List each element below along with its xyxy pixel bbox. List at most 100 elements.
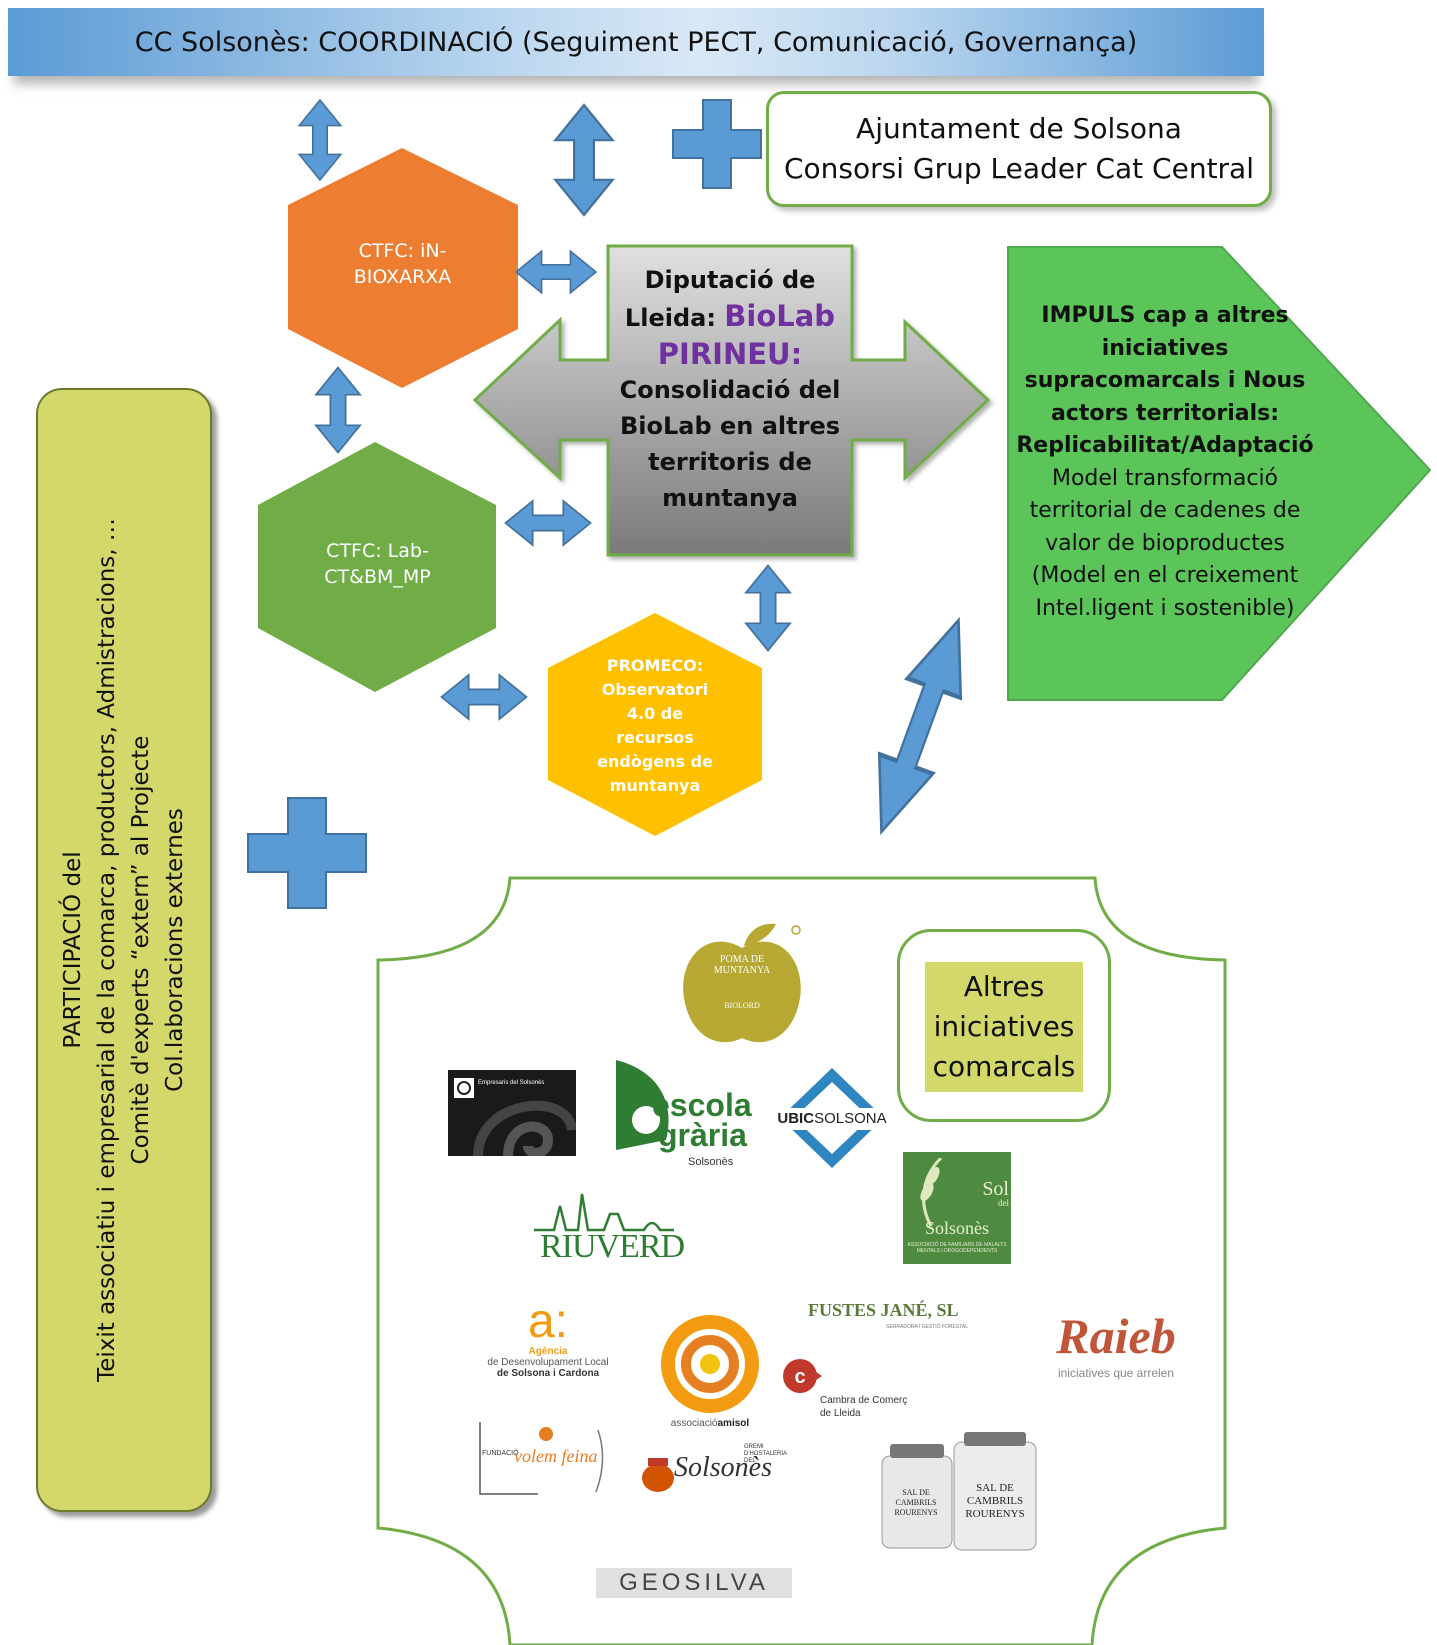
diputacio-line-1: Diputació de [644, 266, 816, 294]
promeco-label: PROMECO: Observatori 4.0 de recursos end… [560, 654, 750, 798]
sol-line: Solsonès [924, 1218, 989, 1238]
ctfc-lab-hexagon [258, 442, 496, 692]
salt-jars-icon [881, 1432, 1037, 1551]
promeco-hexagon [548, 613, 762, 836]
apple-icon [683, 923, 801, 1043]
partners-box: Ajuntament de Solsona Consorsi Grup Lead… [766, 91, 1272, 207]
impuls-line: Model transformació [1051, 465, 1279, 491]
plus-icon [247, 797, 367, 909]
altres-box: Altres iniciatives comarcals [925, 962, 1083, 1092]
double-arrow-icon [504, 500, 592, 546]
diputacio-arrow-shape [472, 244, 991, 557]
cambra-line: de Lleida [820, 1408, 861, 1419]
escola-agraria-logo: escola grària Solsonès [616, 1060, 752, 1172]
impuls-line: Intel.ligent i sostenible) [1035, 595, 1295, 621]
gremi-caption: GREMI D'HOSTALERIA DEL [744, 1444, 787, 1464]
sol-solsones-logo: Sol del Solsonès ASSOCIACIÓ DE FAMILIARS… [903, 1152, 1011, 1264]
amisol-logo: associacióamisol [652, 1312, 768, 1432]
agencia-letter: a: [527, 1295, 569, 1348]
agencia-line: Agència [528, 1346, 568, 1357]
participacio-line: Teixit associatiu i empresarial de la co… [94, 518, 120, 1382]
cambra-c-icon: c [783, 1359, 822, 1393]
volem-frame-icon [479, 1422, 604, 1495]
participacio-line: Comitè d'experts “extern” al Projecte [128, 735, 154, 1165]
raieb-caption: iniciatives que arrelen [1057, 1366, 1175, 1380]
banner-text: CC Solsonès: COORDINACIÓ (Seguiment PECT… [134, 26, 1138, 58]
promeco-line: recursos [616, 728, 694, 747]
promeco-line: muntanya [609, 776, 701, 795]
impuls-bold-line: iniciatives [1101, 335, 1229, 361]
altres-line: iniciatives [933, 1010, 1075, 1043]
gremi-text: Solsonès [674, 1452, 772, 1483]
pirineu-accent: PIRINEU: [657, 337, 803, 371]
empresaris-text: Empresaris del Solsonès [478, 1080, 545, 1086]
volem-line: FUNDACIÓ [482, 1450, 519, 1457]
poma-muntanya-logo: POMA DE MUNTANYA BIOLORD [678, 918, 806, 1048]
diputacio-line: territoris de [648, 448, 812, 476]
geosilva-text: GEOSILVA [619, 1569, 769, 1596]
sal-line: SAL DE [902, 1488, 930, 1497]
diamond-icon [776, 1068, 888, 1168]
impuls-bold-line: actors territorials: [1050, 400, 1280, 426]
ctfc-inbioxarxa-hexagon [288, 148, 518, 388]
coordination-banner: CC Solsonès: COORDINACIÓ (Seguiment PECT… [8, 8, 1264, 76]
empresaris-logo: Empresaris del Solsonès [448, 1070, 576, 1156]
escola-line-2: grària [658, 1117, 747, 1153]
plus-icon [672, 99, 762, 189]
ctfc-lab-label: CTFC: Lab- CT&BM_MP [270, 538, 485, 590]
sal-line: CAMBRILS [895, 1498, 937, 1507]
amisol-pre: associació [670, 1418, 718, 1429]
ubic-text: SOLSONA [814, 1110, 887, 1127]
sun-rings-icon [661, 1315, 759, 1413]
ctfc-lab-line-1: CTFC: Lab- [326, 540, 429, 562]
escola-line-1: escola [652, 1087, 752, 1123]
partners-line-1: Ajuntament de Solsona [856, 112, 1182, 145]
impuls-bold-line: supracomarcals i Nous [1024, 368, 1306, 393]
diputacio-line: BioLab en altres [619, 412, 841, 440]
ctfc-inbioxarxa-line-1: CTFC: iN- [358, 240, 447, 262]
biolab-accent: BioLab [724, 299, 836, 333]
diputacio-line: Consolidació del [619, 376, 841, 404]
raieb-text: Raieb [1056, 1308, 1176, 1364]
ctfc-inbioxarxa-label: CTFC: iN- BIOXARXA [300, 238, 505, 290]
ubic-bold: UBIC [777, 1110, 815, 1127]
fustes-jane-logo: FUSTES JANÉ, SL SERRADORA I GESTIÓ FORES… [808, 1300, 978, 1340]
participacio-text: PARTICIPACIÓ del Teixit associatiu i emp… [56, 450, 192, 1450]
agencia-logo: a: Agència de Desenvolupament Local de S… [486, 1298, 610, 1394]
escola-mark-icon [616, 1060, 669, 1150]
sal-line: ROURENYS [965, 1508, 1025, 1520]
agencia-line: de Solsona i Cardona [496, 1368, 600, 1379]
spiral-icon [454, 1078, 576, 1156]
pot-icon [642, 1458, 674, 1492]
riuverd-text: RIUVERD [540, 1228, 685, 1265]
diputacio-line-2-pre: Lleida: [624, 304, 725, 332]
cambra-comerc-logo: c Cambra de Comerç de Lleida [782, 1356, 922, 1419]
svg-text:c: c [794, 1366, 805, 1388]
double-arrow-icon [554, 103, 614, 217]
cambra-line: Cambra de Comerç [820, 1395, 908, 1406]
diputacio-line: muntanya [662, 484, 798, 512]
altres-line: Altres [963, 970, 1045, 1003]
participacio-line: PARTICIPACIÓ del [60, 851, 86, 1049]
sal-cambrils-logo: SAL DE CAMBRILS ROURENYS SAL DE CAMBRILS… [876, 1432, 1044, 1556]
partners-line-2: Consorsi Grup Leader Cat Central [784, 152, 1254, 185]
promeco-line: PROMECO: [606, 656, 704, 675]
village-icon [534, 1193, 674, 1232]
diputacio-line-2: Lleida: BioLab [600, 298, 860, 336]
ubic-solsona-logo: UBICSOLSONA [776, 1068, 888, 1168]
ctfc-inbioxarxa-line-2: BIOXARXA [353, 266, 452, 288]
volem-line: volem feina [514, 1446, 598, 1466]
double-arrow-icon [315, 366, 361, 454]
impuls-label: IMPULS cap a altres iniciatives supracom… [1015, 300, 1315, 625]
sal-line: SAL DE [976, 1482, 1014, 1494]
promeco-line: Observatori [601, 680, 709, 699]
amisol-bold: amisol [717, 1418, 750, 1429]
ctfc-lab-line-2: CT&BM_MP [324, 566, 431, 588]
participacio-line: Col.laboracions externes [162, 808, 188, 1092]
diputacio-label: Diputació de Lleida: BioLab PIRINEU: Con… [600, 262, 860, 542]
double-arrow-icon [440, 674, 528, 720]
double-arrow-icon [298, 99, 342, 181]
gremi-hostaleria-logo: Solsonès GREMI D'HOSTALERIA DEL [640, 1444, 800, 1504]
promeco-line: endògens de [597, 752, 713, 771]
poma-line: POMA DE [719, 954, 765, 965]
